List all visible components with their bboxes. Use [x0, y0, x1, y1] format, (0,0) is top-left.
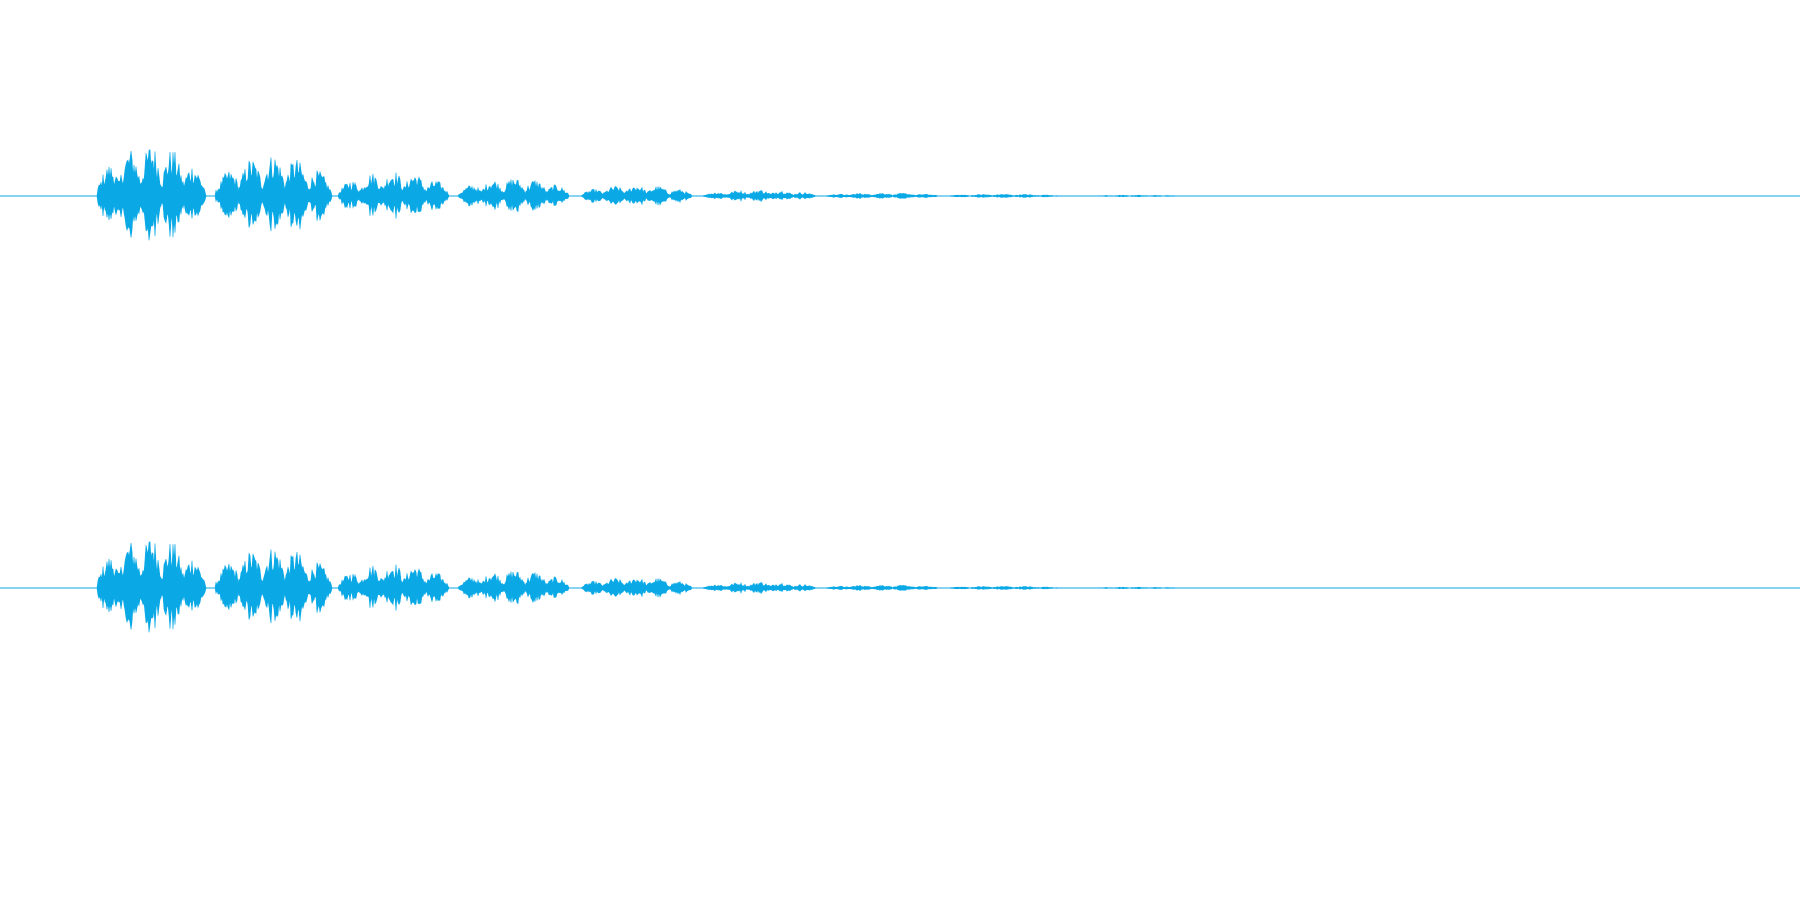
waveform-path — [0, 541, 1799, 633]
waveform-path — [0, 149, 1799, 241]
waveform-channel-left[interactable] — [0, 149, 1800, 241]
waveform-channel-right[interactable] — [0, 541, 1800, 633]
